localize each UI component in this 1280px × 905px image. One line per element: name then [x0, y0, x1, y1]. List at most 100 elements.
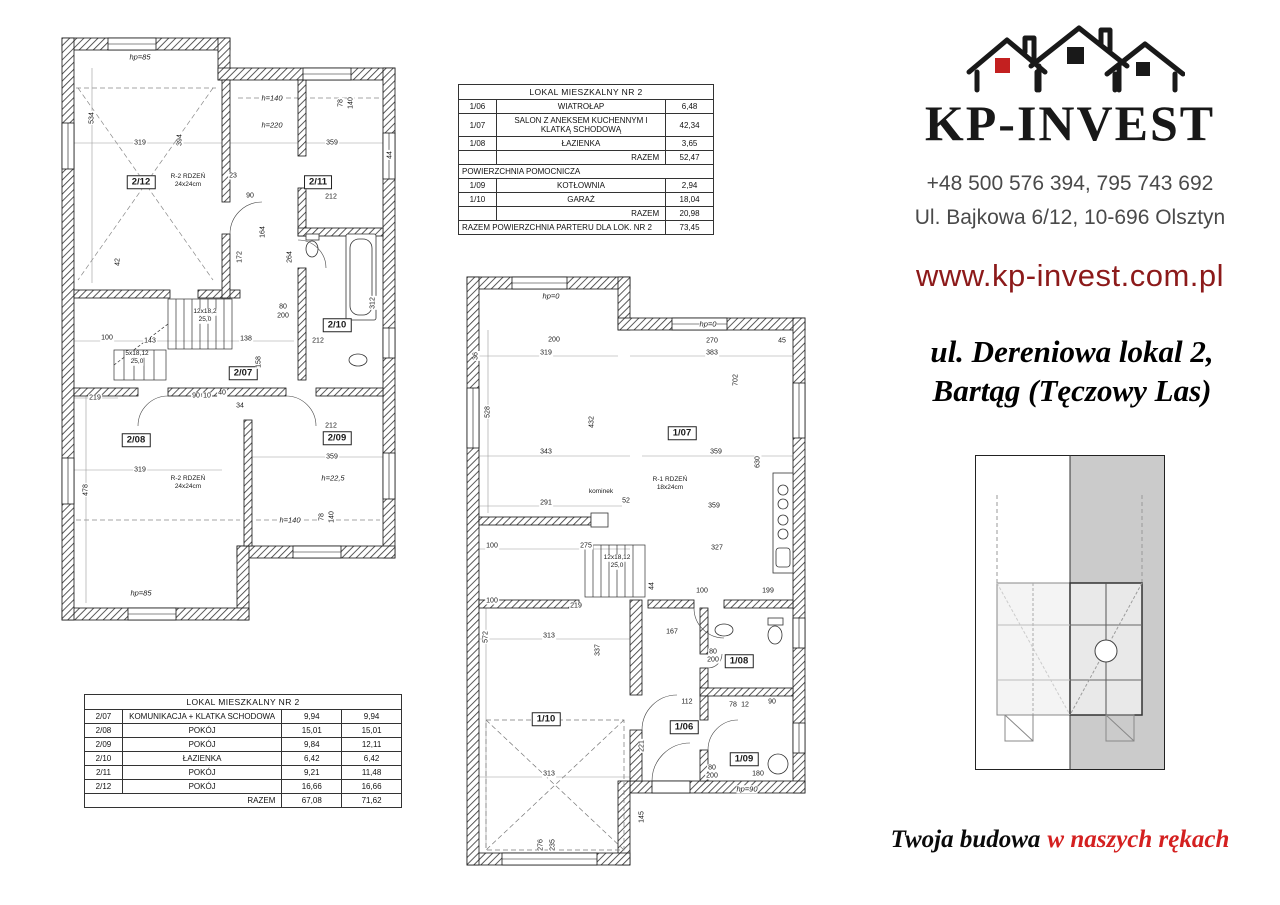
- table-row: 2/09 POKÓJ 9,84 12,11: [84, 737, 402, 752]
- annotation-label: 25,0: [130, 357, 144, 366]
- dimension-label: 319: [133, 466, 147, 474]
- table-title-row: LOKAL MIESZKALNY NR 2: [458, 84, 714, 100]
- dimension-label: 276: [537, 838, 545, 852]
- annotation-label: 18x24cm: [656, 483, 684, 492]
- dimension-label: 45: [777, 337, 787, 345]
- dimension-label: 40: [217, 389, 227, 397]
- dimension-label: 180: [751, 770, 765, 778]
- dimension-label: 44: [386, 150, 394, 160]
- table-row: 2/08 POKÓJ 15,01 15,01: [84, 723, 402, 738]
- dimension-label: 528: [484, 405, 492, 419]
- annotation-label: R-2 RDZEŃ: [170, 474, 206, 483]
- dimension-label: 359: [707, 502, 721, 510]
- table-row: 1/08 ŁAZIENKA 3,65: [458, 136, 714, 151]
- height-label: hp=0: [542, 291, 560, 301]
- dimension-label: 534: [88, 111, 96, 125]
- dimension-label: 78: [728, 701, 738, 709]
- annotation-label: 12x18,2: [193, 307, 217, 316]
- annotation-label: R-1 RDZEŃ: [652, 475, 688, 484]
- tagline-red: w naszych rękach: [1047, 826, 1230, 853]
- dimension-label: 702: [732, 373, 740, 387]
- dimension-label: 100: [485, 542, 499, 550]
- dimension-label: 80: [278, 303, 288, 311]
- table-row: 2/11 POKÓJ 9,21 11,48: [84, 765, 402, 780]
- room-label: 2/09: [322, 431, 352, 445]
- room-label: 2/10: [322, 318, 352, 332]
- ground-floor-area-table: LOKAL MIESZKALNY NR 2 1/06 WIATROŁAP 6,4…: [457, 84, 714, 235]
- dimension-label: 219: [88, 394, 102, 402]
- annotation-label: 24x24cm: [174, 180, 202, 189]
- table-row: 1/06 WIATROŁAP 6,48: [458, 99, 714, 114]
- tagline-black: Twoja budowa: [890, 826, 1041, 853]
- dimension-label: 313: [542, 770, 556, 778]
- table-title: LOKAL MIESZKALNY NR 2: [84, 694, 402, 710]
- room-label: 2/11: [304, 175, 332, 189]
- dimension-label: 219: [569, 602, 583, 610]
- dimension-label: 10: [202, 392, 212, 400]
- table-row: 2/10 ŁAZIENKA 6,42 6,42: [84, 751, 402, 766]
- height-label: h=140: [261, 93, 283, 103]
- dimension-label: 140: [347, 96, 355, 110]
- dimension-label: 138: [239, 335, 253, 343]
- dimension-label: 199: [761, 587, 775, 595]
- dimension-label: 275: [579, 542, 593, 550]
- dimension-label: 359: [709, 448, 723, 456]
- height-label: h=140: [279, 515, 301, 525]
- dimension-label: 319: [539, 349, 553, 357]
- table-title-row: LOKAL MIESZKALNY NR 2: [84, 694, 402, 710]
- height-label: hp=85: [130, 588, 152, 598]
- company-name: KP-INVEST: [924, 95, 1216, 151]
- table-row: 1/10 GARAŻ 18,04: [458, 192, 714, 207]
- dimension-label: 112: [680, 698, 694, 706]
- dimension-label: 359: [325, 139, 339, 147]
- dimension-label: 145: [638, 810, 646, 824]
- company-logo: KP-INVEST: [880, 20, 1260, 148]
- room-label: 2/07: [228, 366, 258, 380]
- dimension-label: 200: [706, 656, 720, 664]
- table-total-row: RAZEM POWIERZCHNIA PARTERU DLA LOK. NR 2…: [457, 220, 714, 235]
- offer-location-line1: ul. Dereniowa lokal 2,: [930, 334, 1214, 369]
- room-label: 1/09: [729, 752, 759, 766]
- height-label: hp=85: [129, 52, 151, 62]
- dimension-label: 319: [133, 139, 147, 147]
- dimension-label: 140: [328, 510, 336, 524]
- houses-icon: [966, 25, 1185, 93]
- dimension-label: 80: [708, 648, 718, 656]
- website-url: www.kp-invest.com.pl: [915, 258, 1225, 293]
- table-title: LOKAL MIESZKALNY NR 2: [458, 84, 714, 100]
- dimension-label: 42: [114, 257, 122, 267]
- table-row: 2/12 POKÓJ 16,66 16,66: [84, 779, 402, 794]
- dimension-label: 200: [276, 312, 290, 320]
- room-label: 2/08: [121, 433, 151, 447]
- table-section-row: POWIERZCHNIA POMOCNICZA: [458, 164, 714, 179]
- company-address: Ul. Bajkowa 6/12, 10-696 Olsztyn: [914, 206, 1226, 229]
- dimension-label: 327: [710, 544, 724, 552]
- dimension-label: 44: [648, 581, 656, 591]
- annotation-label: kominek: [588, 487, 614, 496]
- dimension-label: 100: [695, 587, 709, 595]
- dimension-label: 158: [255, 355, 263, 369]
- dimension-label: 478: [82, 483, 90, 497]
- room-label: 2/12: [126, 175, 156, 189]
- table-row: 1/07 SALON Z ANEKSEM KUCHENNYM I KLATKĄ …: [458, 113, 714, 137]
- dimension-label: 270: [705, 337, 719, 345]
- dimension-label: 221: [638, 739, 646, 753]
- table-sum-row: RAZEM 20,98: [458, 206, 714, 221]
- dimension-label: 432: [588, 415, 596, 429]
- dimension-label: 100: [100, 334, 114, 342]
- dimension-label: 34: [235, 402, 245, 410]
- annotation-label: 25,0: [198, 315, 212, 324]
- offer-location-heading: ul. Dereniowa lokal 2, Bartąg (Tęczowy L…: [876, 333, 1268, 411]
- dimension-label: 572: [482, 630, 490, 644]
- height-label: h=22,5: [321, 473, 345, 483]
- table-sum-row: RAZEM 52,47: [458, 150, 714, 165]
- dimension-label: 200: [547, 336, 561, 344]
- dimension-label: 12: [740, 701, 750, 709]
- dimension-label: 78: [318, 512, 326, 522]
- dimension-label: 337: [594, 643, 602, 657]
- dimension-label: 90: [191, 392, 201, 400]
